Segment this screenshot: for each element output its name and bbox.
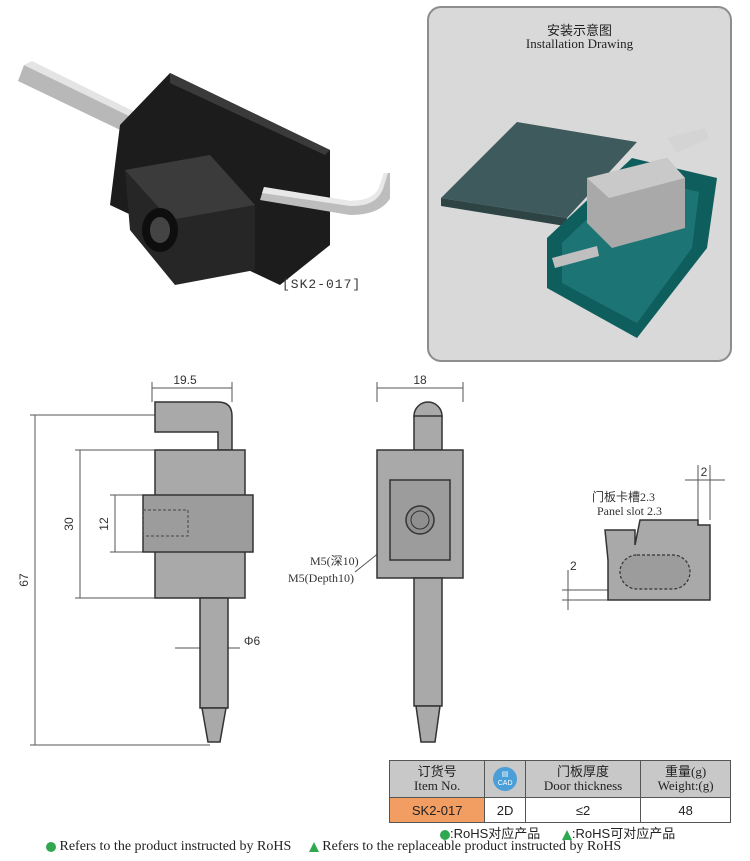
threaded-hole bbox=[405, 505, 435, 535]
legend-cn: :RoHS对应产品 :RoHS可对应产品 bbox=[440, 823, 675, 842]
dim-height-67: 67 bbox=[17, 573, 31, 587]
cell-item-no: SK2-017 bbox=[388, 797, 486, 823]
header-weight: 重量(g) Weight:(g) bbox=[640, 760, 731, 798]
cad-icon: ▤CAD bbox=[493, 767, 518, 791]
slot-label-cn: 门板卡槽2.3 bbox=[592, 490, 656, 504]
header-door-thickness: 门板厚度 Door thickness bbox=[524, 760, 642, 798]
rohs-dot-icon bbox=[440, 829, 450, 840]
install-title-en: Installation Drawing bbox=[525, 36, 634, 51]
dim-slot-12: 12 bbox=[97, 517, 111, 531]
dim-slot-top: 2 bbox=[701, 465, 708, 479]
spec-table-header-row: 订货号 Item No. ▤CAD 门板厚度 Door thickness 重量… bbox=[388, 760, 731, 798]
rohs-triangle-icon bbox=[561, 829, 572, 840]
install-title-cn: 安装示意图 bbox=[546, 23, 612, 38]
dim-pin-diameter: Φ6 bbox=[244, 634, 261, 648]
rohs-dot-icon-en bbox=[46, 841, 56, 852]
dim-slot-side: 2 bbox=[570, 559, 577, 573]
thread-label-cn: M5(深10) bbox=[310, 554, 359, 568]
spec-table-row: SK2-017 2D ≤2 48 bbox=[388, 797, 731, 823]
cell-cad: 2D bbox=[484, 797, 526, 823]
thread-label-en: M5(Depth10) bbox=[288, 571, 354, 585]
dim-width-19-5: 19.5 bbox=[173, 373, 197, 387]
header-cad: ▤CAD bbox=[484, 760, 526, 798]
slot-detail-drawing: 2 2 bbox=[562, 465, 725, 610]
installation-illustration bbox=[441, 122, 717, 338]
dim-body-30: 30 bbox=[62, 517, 76, 531]
installation-drawing-panel: 安装示意图 Installation Drawing bbox=[427, 6, 732, 362]
header-item-no: 订货号 Item No. bbox=[388, 760, 486, 798]
cell-weight: 48 bbox=[640, 797, 731, 823]
slot-label-en: Panel slot 2.3 bbox=[597, 504, 662, 518]
product-photo: [SK2-017] bbox=[10, 55, 398, 315]
legend-en: Refers to the product instructed by RoHS… bbox=[46, 839, 621, 855]
hinge-photo-illustration bbox=[18, 61, 398, 285]
product-code-label: [SK2-017] bbox=[282, 277, 362, 292]
dim-width-18: 18 bbox=[413, 373, 427, 387]
spec-table: 订货号 Item No. ▤CAD 门板厚度 Door thickness 重量… bbox=[388, 760, 731, 823]
cell-door-thickness: ≤2 bbox=[524, 797, 642, 823]
front-view-drawing: 19.5 67 30 12 Φ6 bbox=[17, 373, 261, 746]
side-view-drawing: 18 M5(深10) M5(Depth10) bbox=[288, 373, 464, 743]
rohs-triangle-icon-en bbox=[308, 841, 319, 852]
